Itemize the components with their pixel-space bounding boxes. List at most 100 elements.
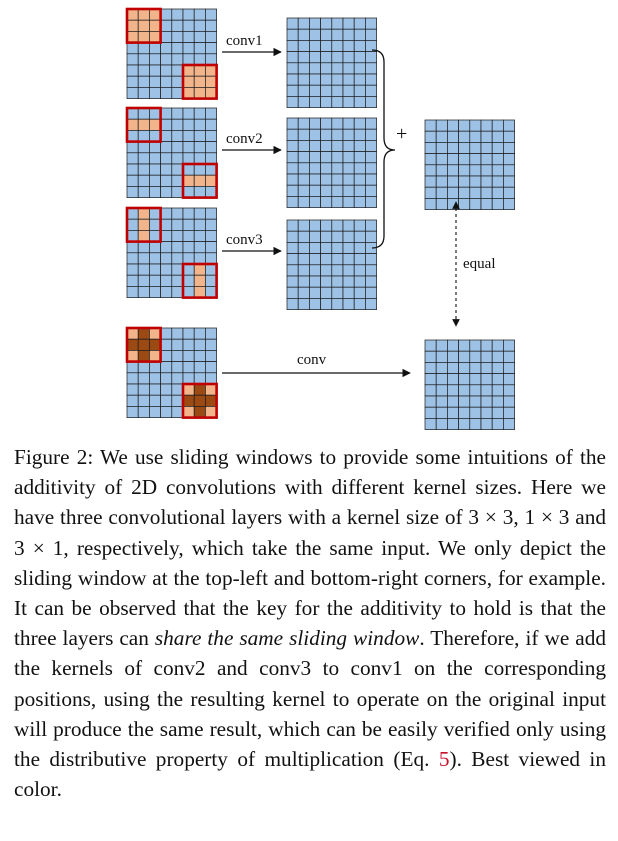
grid-cell	[353, 286, 366, 299]
grid-cell	[447, 418, 459, 430]
grid-cell	[365, 73, 377, 86]
grid-cell	[435, 362, 448, 374]
grid-cell	[137, 87, 150, 99]
grid-cell	[126, 241, 139, 254]
grid-cell	[126, 87, 139, 99]
grid-cell	[331, 230, 344, 243]
grid-cell	[447, 130, 459, 143]
grid-cell	[193, 186, 206, 198]
grid-cell	[171, 107, 184, 120]
grid-cell	[503, 418, 515, 430]
grid-cell	[149, 186, 161, 198]
grid-cell	[469, 384, 482, 397]
grid-cell	[331, 28, 344, 41]
grid-cell	[137, 75, 150, 88]
grid-cell	[309, 184, 321, 197]
grid-cell	[297, 219, 310, 232]
grid-cell	[160, 263, 173, 276]
grid-cell	[435, 175, 448, 188]
grid-cell	[160, 406, 173, 418]
grid-cell	[353, 242, 366, 254]
grid-cell	[424, 395, 437, 408]
grid-cell	[309, 275, 321, 288]
grid-cell	[331, 253, 344, 266]
grid-cell	[331, 73, 344, 86]
grid-cell	[182, 383, 195, 396]
grid-cell	[469, 373, 482, 386]
grid-cell	[342, 184, 355, 197]
grid-cell	[331, 286, 344, 299]
grid-cell	[126, 350, 139, 362]
grid-cell	[469, 164, 482, 177]
grid-cell	[480, 362, 493, 374]
grid-cell	[126, 152, 139, 165]
grid-cell	[205, 274, 217, 287]
grid-cell	[182, 230, 195, 242]
grid-cell	[286, 28, 299, 41]
grid-cell	[503, 164, 515, 177]
grid-cell	[149, 263, 161, 276]
grid-cell	[205, 350, 217, 362]
grid-cell	[469, 350, 482, 363]
grid-cell	[297, 96, 310, 108]
equal-label: equal	[463, 256, 495, 272]
grid-cell	[160, 186, 173, 198]
grid-cell	[353, 184, 366, 197]
grid-cell	[149, 163, 161, 176]
grid-cell	[149, 174, 161, 187]
grid-cell	[480, 142, 493, 154]
grid-cell	[309, 128, 321, 141]
grid-cell	[297, 17, 310, 30]
grid-cell	[286, 117, 299, 130]
grid-cell	[331, 196, 344, 208]
grid-cell	[424, 406, 437, 419]
equation-reference-link[interactable]: 5	[438, 747, 450, 772]
grid-cell	[491, 350, 504, 363]
grid-cell	[503, 119, 515, 132]
grid-cell	[126, 207, 139, 220]
grid-cell	[353, 298, 366, 310]
grid-cell	[458, 362, 471, 374]
grid-cell	[205, 186, 217, 198]
grid-cell	[297, 196, 310, 208]
grid-cell	[205, 361, 217, 374]
grid-cell	[297, 40, 310, 52]
grid-cell	[149, 241, 161, 254]
grid-cell	[320, 51, 333, 64]
grid-cell	[160, 107, 173, 120]
grid-cell	[205, 207, 217, 220]
grid-cell	[320, 184, 333, 197]
grid-cell	[342, 196, 355, 208]
grid-cell	[491, 406, 504, 419]
grid-cell	[435, 142, 448, 154]
grid-cell	[342, 264, 355, 277]
grid-cell	[309, 162, 321, 175]
grid-cell	[182, 241, 195, 254]
grid-cell	[424, 186, 437, 199]
grid-cell	[469, 142, 482, 154]
grid-cell	[480, 130, 493, 143]
grid-cell	[447, 142, 459, 154]
grid-cell	[320, 173, 333, 186]
grid-cell	[137, 130, 150, 142]
grid-cell	[480, 339, 493, 352]
grid-cell	[193, 130, 206, 142]
sliding-window-top-left	[125, 206, 162, 243]
grid-cell	[137, 174, 150, 187]
grid-cell	[331, 117, 344, 130]
grid-cell	[171, 87, 184, 99]
grid-cell	[447, 362, 459, 374]
grid-cell	[491, 130, 504, 143]
grid-cell	[182, 107, 195, 120]
grid-cell	[353, 117, 366, 130]
grid-cell	[171, 19, 184, 32]
grid-cell	[491, 418, 504, 430]
grid-cell	[309, 196, 321, 208]
grid-cell	[193, 118, 206, 131]
grid-cell	[160, 252, 173, 265]
grid-cell	[365, 275, 377, 288]
sum-brace	[371, 49, 396, 249]
grid-cell	[137, 218, 150, 231]
grid-cell	[469, 175, 482, 188]
grid-cell	[353, 151, 366, 164]
